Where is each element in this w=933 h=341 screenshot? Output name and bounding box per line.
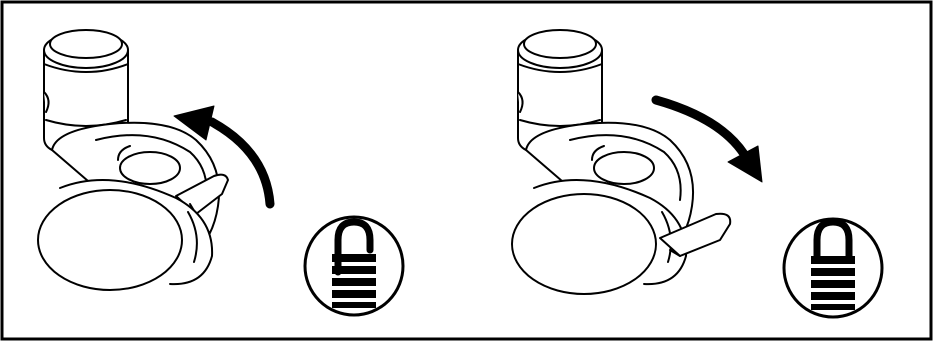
panel-unlock — [37, 29, 405, 317]
panel-lock — [511, 29, 884, 319]
caster-wheel-lock — [511, 29, 732, 295]
padlock-locked-icon — [782, 217, 884, 319]
clockwise-arrow — [651, 95, 763, 183]
caster-wheel-unlock — [37, 29, 229, 291]
padlock-unlocked-icon — [303, 215, 405, 317]
counterclockwise-arrow — [173, 105, 275, 209]
